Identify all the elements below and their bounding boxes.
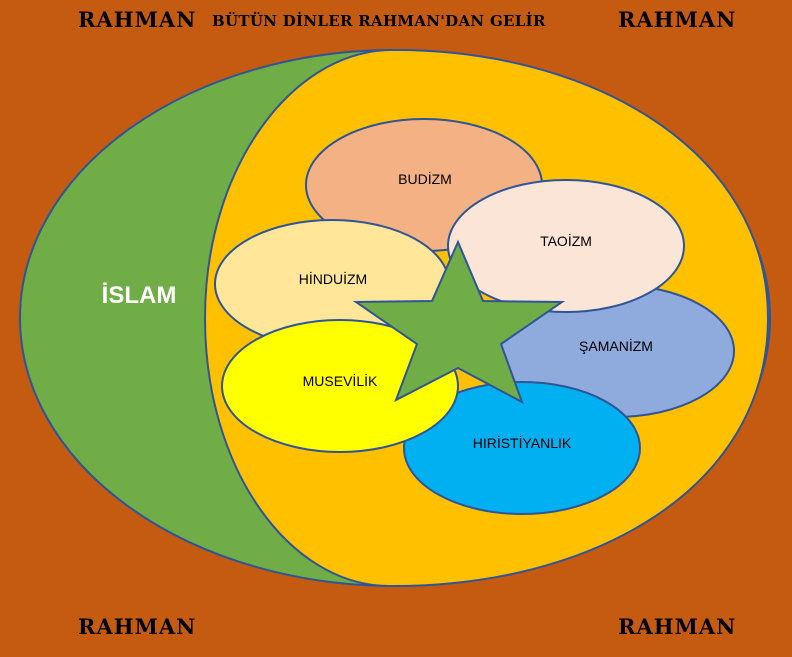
corner-label-top-left: RAHMAN <box>78 7 197 32</box>
star-shape <box>352 239 566 405</box>
label-hinduizm: HİNDUİZM <box>299 270 367 287</box>
corner-label-bottom-right: RAHMAN <box>618 614 737 639</box>
label-budizm: BUDİZM <box>398 170 452 187</box>
label-musevilik: MUSEVİLİK <box>303 372 378 389</box>
corner-label-bottom-left: RAHMAN <box>78 614 197 639</box>
label-samanizm: ŞAMANİZM <box>579 337 653 354</box>
ellipse-musevilik <box>221 319 459 453</box>
label-taoizm: TAOİZM <box>540 232 592 249</box>
ellipse-taoizm <box>447 179 685 313</box>
corner-label-top-right: RAHMAN <box>618 7 737 32</box>
crescent-label: İSLAM <box>102 282 177 309</box>
ellipse-hiristiyanlik <box>403 381 641 515</box>
headline: BÜTÜN DİNLER RAHMAN'DAN GELİR <box>212 12 546 30</box>
label-hiristiyanlik: HIRİSTİYANLIK <box>473 434 572 451</box>
